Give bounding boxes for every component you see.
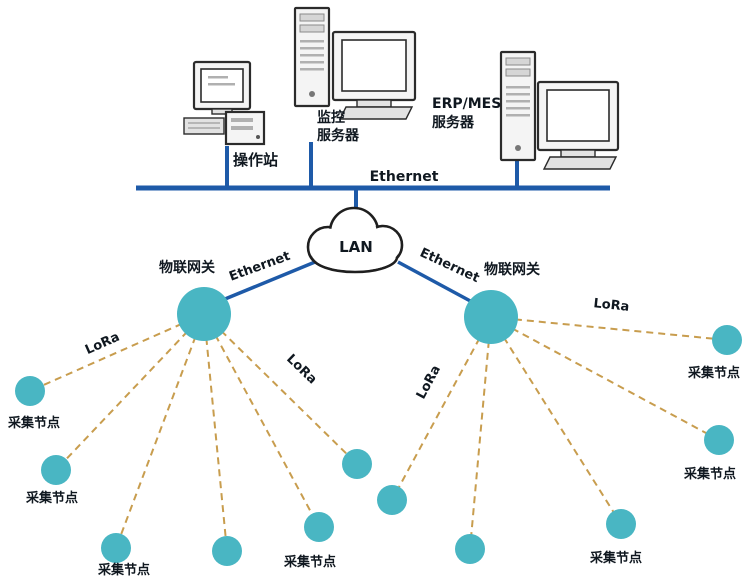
lora-link-left-5: [203, 313, 320, 528]
lora-link-left-4: [203, 313, 228, 552]
lora-label-right-2: LoRa: [593, 296, 630, 315]
collection-node: [606, 509, 636, 539]
lora-link-left-6: [203, 313, 358, 465]
collection-node-label: 采集节点: [687, 365, 740, 381]
collection-node: [41, 455, 71, 485]
lan-label: LAN: [339, 238, 373, 256]
collection-node-label: 采集节点: [283, 554, 336, 570]
ethernet-bus-label: Ethernet: [370, 169, 439, 185]
collection-node-label: 采集节点: [25, 490, 78, 506]
operator-station-icon: [183, 60, 266, 146]
lan-cloud: LAN: [306, 206, 404, 274]
monitoring-server-label-line2: 服务器: [317, 127, 360, 144]
keyboard-icon: [183, 117, 225, 135]
lora-link-left-3: [115, 313, 205, 549]
collection-node: [455, 534, 485, 564]
ethernet-left-link-label: Ethernet: [227, 249, 292, 285]
lora-link-left-1: [29, 313, 205, 392]
operator-station-label: 操作站: [233, 151, 278, 169]
monitoring-server-label-line1: 监控: [317, 109, 345, 126]
erp-mes-server-label-line1: ERP/MES: [432, 96, 501, 112]
collection-node: [212, 536, 242, 566]
iot-gateway-left: [177, 287, 231, 341]
iot-gateway-right-label: 物联网关: [484, 261, 540, 278]
keyboard-icon: [338, 106, 414, 120]
lora-label-left-2: LoRa: [283, 352, 319, 388]
lora-link-right-2: [469, 316, 492, 550]
collection-node-label: 采集节点: [683, 466, 736, 482]
collection-node-label: 采集节点: [7, 415, 60, 431]
monitoring-server-icon: [293, 6, 417, 120]
ethernet-right-link-label: Ethernet: [417, 246, 481, 287]
collection-node: [712, 325, 742, 355]
iot-gateway-right: [464, 290, 518, 344]
collection-node: [15, 376, 45, 406]
erp-mes-server-label-line2: 服务器: [432, 114, 475, 131]
lora-link-right-1: [391, 316, 492, 501]
collection-node-label: 采集节点: [589, 550, 642, 566]
erp-mes-server-icon: [499, 50, 620, 170]
collection-node: [101, 533, 131, 563]
collection-node: [342, 449, 372, 479]
collection-node-label: 采集节点: [97, 562, 150, 578]
lora-link-right-5: [490, 316, 728, 341]
keyboard-icon: [542, 156, 618, 170]
server-tower-icon: [499, 50, 537, 162]
collection-node: [704, 425, 734, 455]
collection-node: [304, 512, 334, 542]
collection-node: [377, 485, 407, 515]
lora-label-right-1: LoRa: [414, 363, 444, 402]
lora-link-left-2: [55, 313, 205, 471]
lora-link-right-3: [490, 316, 622, 525]
iot-gateway-left-label: 物联网关: [159, 259, 215, 276]
